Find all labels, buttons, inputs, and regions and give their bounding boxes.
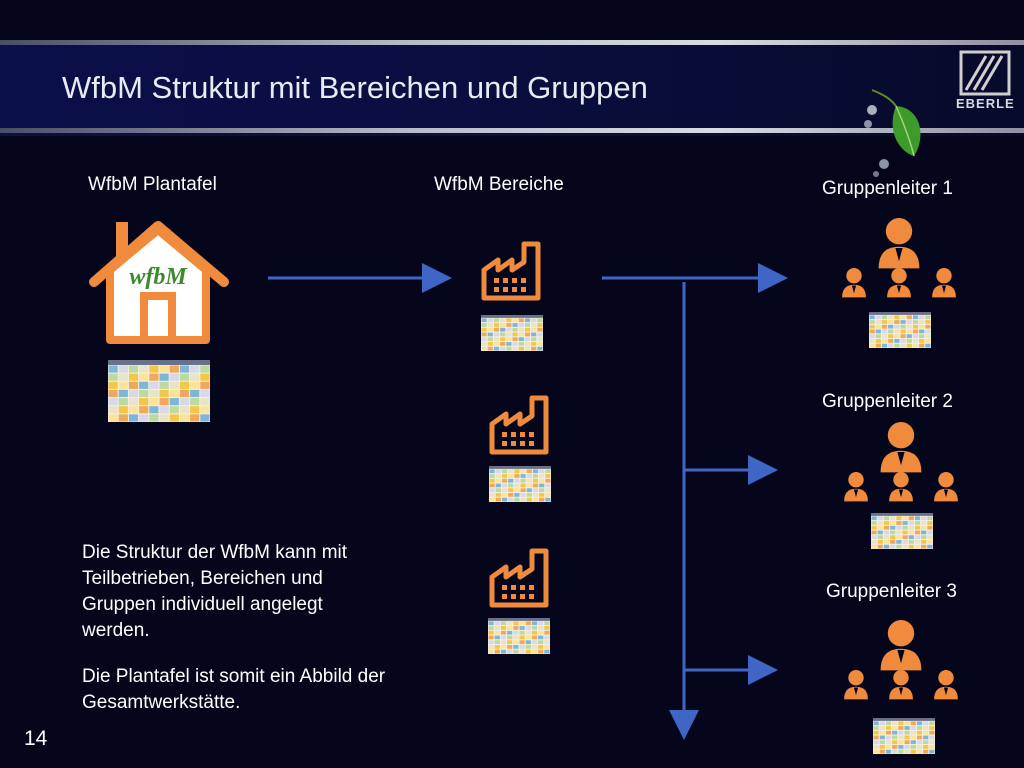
title-band xyxy=(0,40,1024,136)
team-hierarchy-icon xyxy=(844,422,958,502)
structure-description: Die Struktur der WfbM kann mit Teilbetri… xyxy=(82,542,348,641)
factory-icon xyxy=(489,548,549,608)
factory-icon xyxy=(489,395,549,455)
bereiche-label: WfbM Bereiche xyxy=(434,174,564,195)
plan-board-thumbnail xyxy=(871,513,933,549)
logo-text: EBERLE xyxy=(956,96,1015,111)
house-text: wfbM xyxy=(129,264,188,290)
leaf-icon xyxy=(864,89,921,177)
house-icon: wfbM xyxy=(89,221,229,344)
eberle-logo: EBERLE xyxy=(956,50,1014,120)
plantafel-label: WfbM Plantafel xyxy=(88,174,217,195)
group-label-2: Gruppenleiter 2 xyxy=(822,391,953,412)
title-band-top-line xyxy=(0,40,1024,45)
plan-board-thumbnail xyxy=(873,718,935,754)
title-band-bottom-line xyxy=(0,128,1024,133)
plan-board-thumbnail xyxy=(489,466,551,502)
team-hierarchy-icon xyxy=(842,218,956,298)
group-label-3: Gruppenleiter 3 xyxy=(826,581,957,602)
plan-board-thumbnail xyxy=(869,312,931,348)
group-label-1: Gruppenleiter 1 xyxy=(822,178,953,199)
plan-board-thumbnail xyxy=(108,360,210,422)
plan-board-thumbnail xyxy=(481,315,543,351)
page-number: 14 xyxy=(24,727,48,750)
team-hierarchy-icon xyxy=(844,620,958,700)
eberle-logo-mark xyxy=(959,50,1011,96)
slide-title: WfbM Struktur mit Bereichen und Gruppen xyxy=(62,70,648,105)
plan-board-thumbnail xyxy=(488,618,550,654)
plantafel-description: Die Plantafel ist somit ein Abbild der G… xyxy=(82,666,386,713)
factory-icon xyxy=(481,241,541,301)
